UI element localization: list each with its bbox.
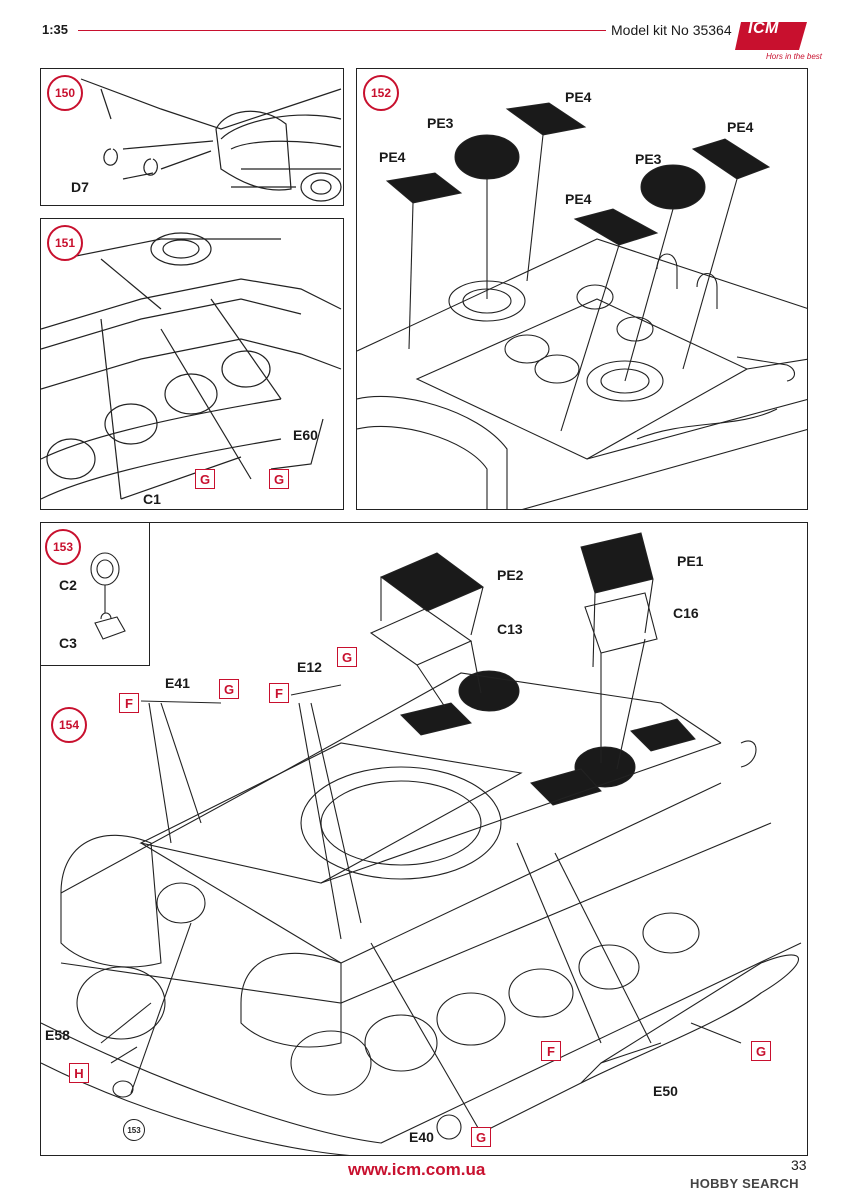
part-label-e60: E60: [293, 427, 318, 443]
part-label-c2: C2: [59, 577, 77, 593]
sprue-tag-f-e41: F: [119, 693, 139, 713]
step-154-drawing: [41, 532, 802, 1155]
grille-mesh-a: [400, 702, 472, 736]
panel-step-151: 151 E60 C1 G G: [40, 218, 344, 510]
sprue-tag-h-e58: H: [69, 1063, 89, 1083]
part-label-d7: D7: [71, 179, 89, 195]
watermark: HOBBY SEARCH: [690, 1176, 799, 1191]
step-badge-150: 150: [47, 75, 83, 111]
hatch-mesh-left: [458, 670, 520, 712]
icm-logo: [735, 22, 807, 50]
pe3-mesh-left: [454, 134, 520, 180]
panel-step-152: 152 PE4 PE3 PE4 PE4 PE3 PE4: [356, 68, 808, 510]
part-label-c13: C13: [497, 621, 523, 637]
part-label-e41: E41: [165, 675, 190, 691]
part-label-pe4-left: PE4: [379, 149, 406, 165]
kit-number: Model kit No 35364: [611, 22, 732, 38]
pe4-mesh-left: [385, 172, 463, 204]
part-label-pe4-right: PE4: [727, 119, 754, 135]
sprue-tag-g-e50: G: [751, 1041, 771, 1061]
part-label-e12: E12: [297, 659, 322, 675]
sprue-tag-f-e12: F: [269, 683, 289, 703]
step-150-drawing: [80, 78, 342, 202]
part-label-c3: C3: [59, 635, 77, 651]
grille-mesh-b: [530, 768, 602, 806]
step-153-drawing: [90, 552, 126, 640]
header-rule: [78, 30, 606, 31]
sprue-tag-g-151b: G: [269, 469, 289, 489]
panel-step-150: 150 D7: [40, 68, 344, 206]
sprue-tag-g-151a: G: [195, 469, 215, 489]
pe3-mesh-right: [640, 164, 706, 210]
part-label-pe1: PE1: [677, 553, 704, 569]
page-scale: 1:35: [42, 22, 69, 37]
sprue-tag-g-e12: G: [337, 647, 357, 667]
pe4-mesh-top: [505, 102, 587, 136]
pe1-mesh: [580, 532, 654, 594]
part-label-pe2: PE2: [497, 567, 524, 583]
step-badge-154: 154: [51, 707, 87, 743]
logo-brand: ICM: [748, 20, 779, 37]
part-label-pe3-left: PE3: [427, 115, 454, 131]
part-label-pe4-top: PE4: [565, 89, 592, 105]
logo-tagline: Hors in the best: [766, 52, 823, 61]
pe4-mesh-right: [691, 138, 771, 180]
footer-website: www.icm.com.ua: [348, 1160, 486, 1179]
step-151-drawing: [41, 232, 342, 500]
part-label-c16: C16: [673, 605, 699, 621]
pe2-mesh: [380, 552, 484, 612]
part-label-c1: C1: [143, 491, 161, 507]
sprue-tag-g-e41: G: [219, 679, 239, 699]
part-label-e40: E40: [409, 1129, 434, 1145]
step-152-drawing: [357, 102, 807, 509]
grille-mesh-c: [630, 718, 696, 752]
step-ref-153: 153: [123, 1119, 145, 1141]
step-badge-153: 153: [45, 529, 81, 565]
page-number: 33: [791, 1157, 807, 1173]
sprue-tag-g-e40: G: [471, 1127, 491, 1147]
inset-step-153: 153 C2 C3: [41, 523, 150, 666]
part-label-e58: E58: [45, 1027, 70, 1043]
pe4-mesh-mid: [573, 208, 659, 246]
step-badge-152: 152: [363, 75, 399, 111]
step-badge-151: 151: [47, 225, 83, 261]
panel-step-154: 153 C2 C3 154 PE2 PE1 C13 C16 E41 E12 E5…: [40, 522, 808, 1156]
part-label-pe3-right: PE3: [635, 151, 662, 167]
part-label-pe4-mid: PE4: [565, 191, 592, 207]
sprue-tag-f-e40: F: [541, 1041, 561, 1061]
part-label-e50: E50: [653, 1083, 678, 1099]
